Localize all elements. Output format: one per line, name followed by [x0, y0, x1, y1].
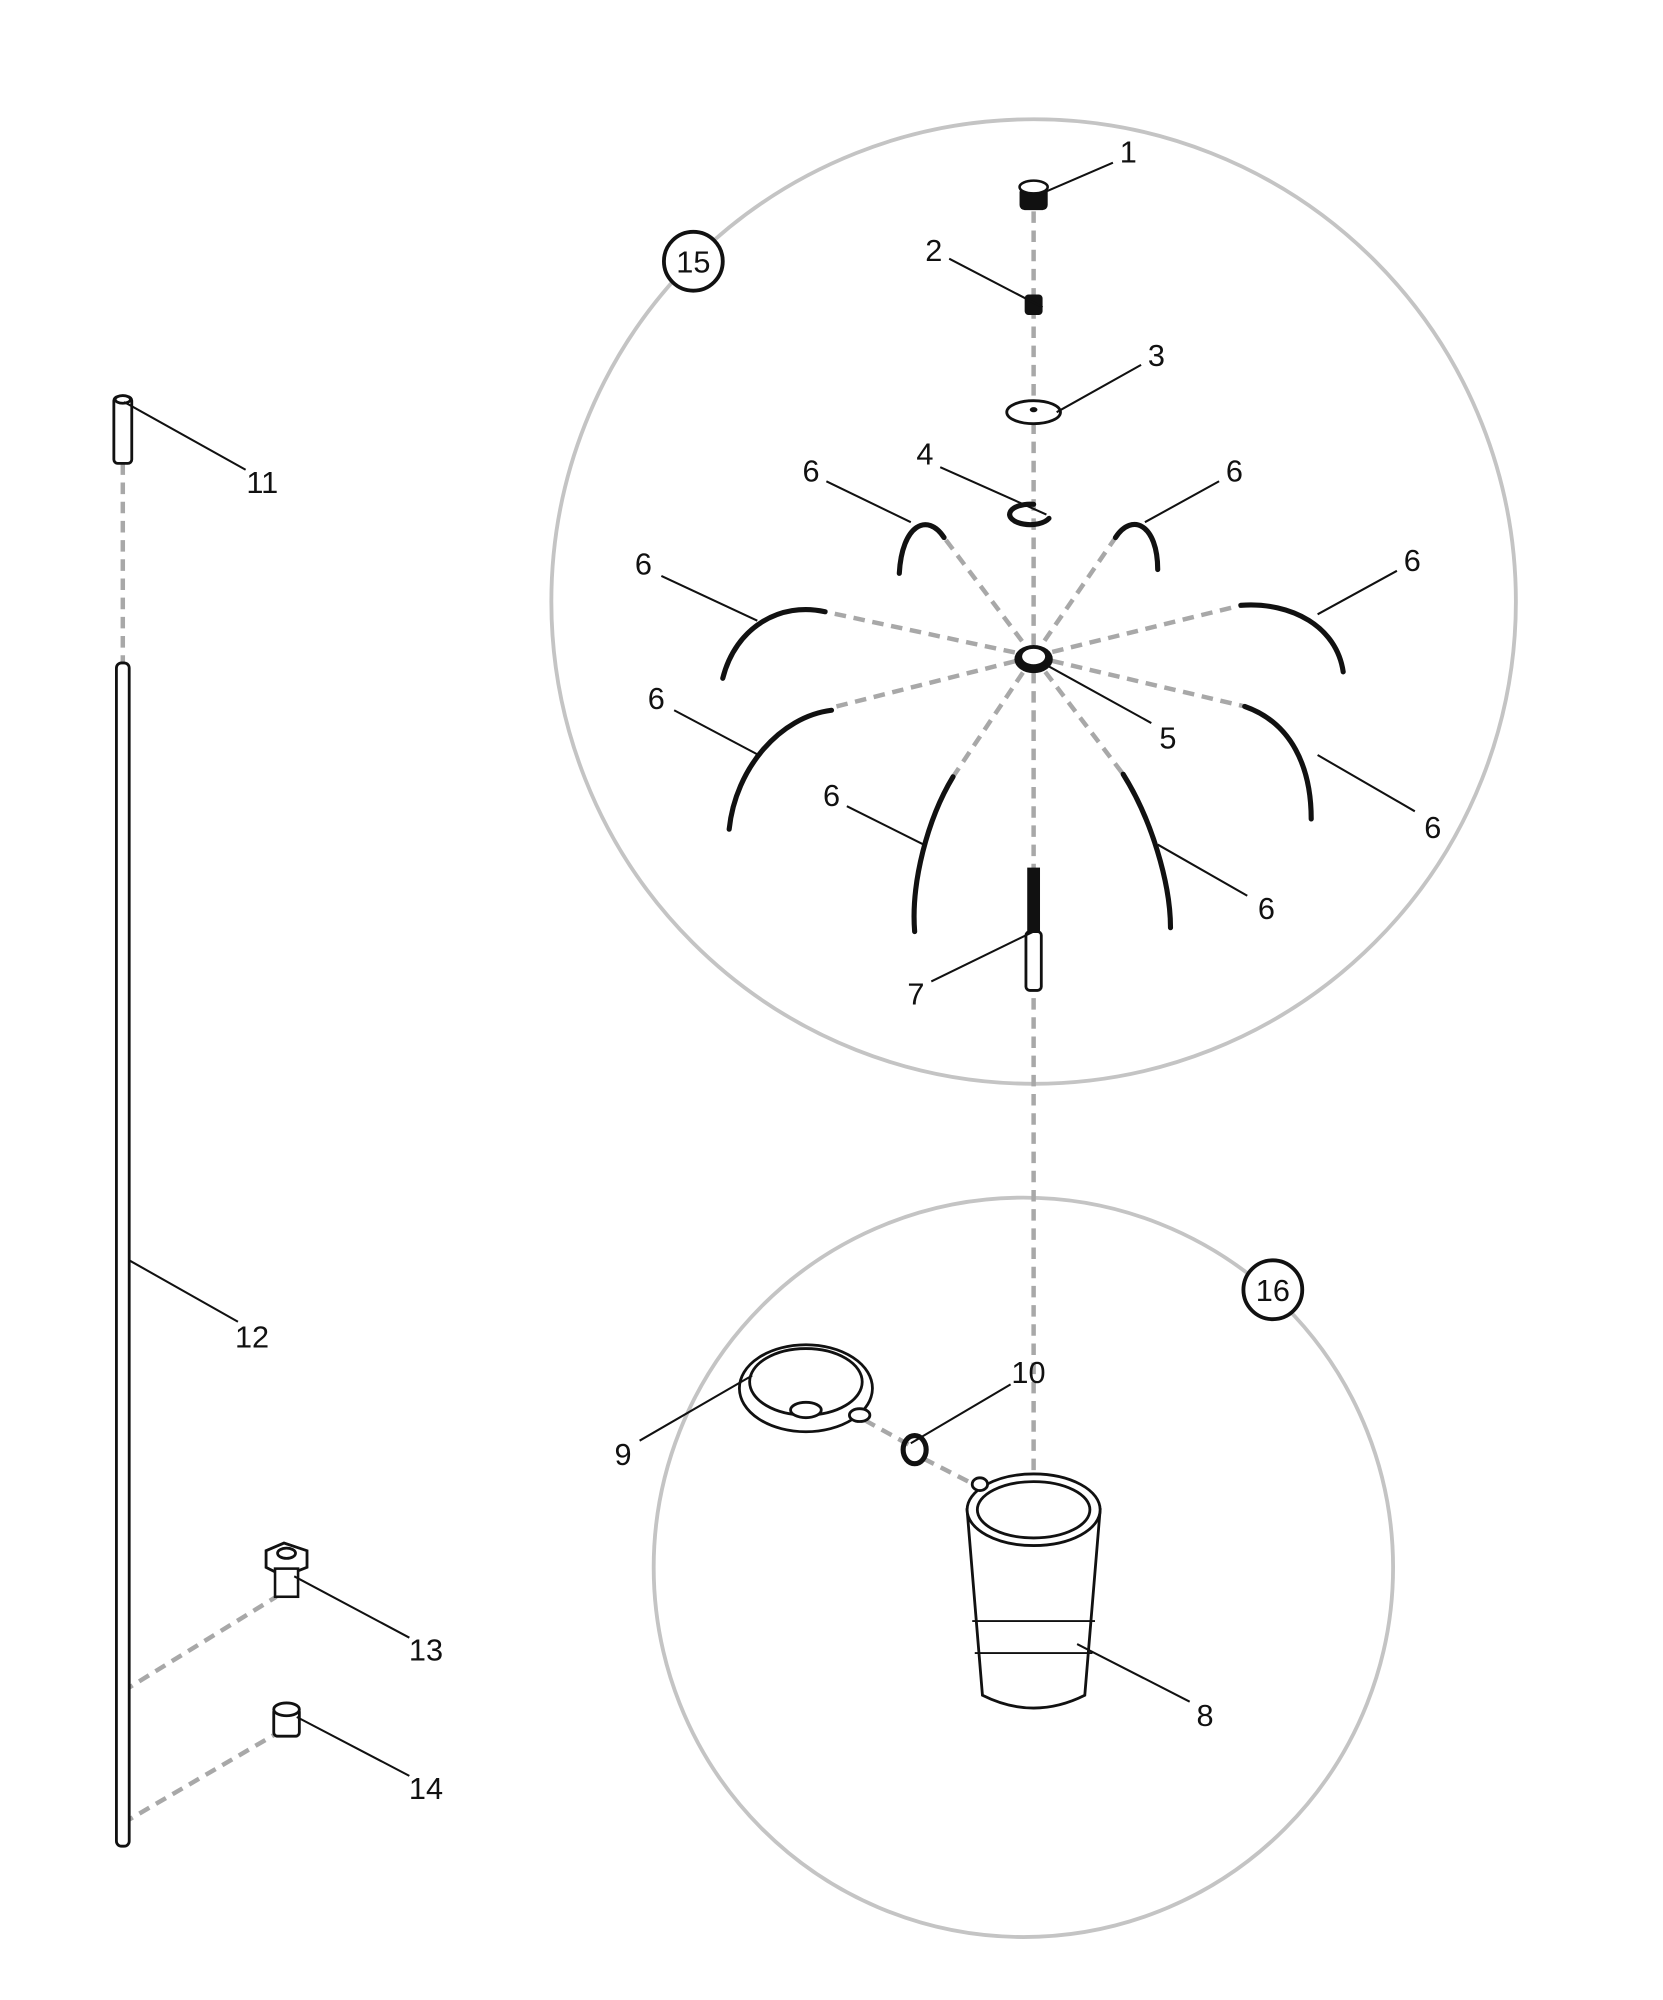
part-10-o-ring — [900, 1433, 929, 1467]
assembly-16-ring — [651, 1195, 1396, 1939]
callout-14: 14 — [409, 1771, 443, 1806]
part-4-retaining-ring — [1007, 501, 1052, 528]
part-8-cup — [965, 1472, 1102, 1710]
part-11-rod-cap — [112, 394, 134, 465]
part-1-cap-nut — [1018, 179, 1049, 211]
callout-6: 6 — [635, 547, 652, 582]
assembly-16-badge: 16 — [1241, 1258, 1305, 1322]
callout-6: 6 — [802, 453, 819, 488]
callout-8: 8 — [1196, 1698, 1213, 1733]
callout-13: 13 — [409, 1633, 443, 1668]
callout-labels: 1 2 3 4 6 6 6 6 6 5 6 6 6 7 11 12 13 14 … — [235, 135, 1441, 1806]
callout-4: 4 — [916, 437, 933, 472]
assembly-16-label: 16 — [1256, 1273, 1290, 1308]
part-7-threaded-stud — [1024, 867, 1043, 992]
leader-lines — [123, 161, 1416, 1777]
callout-6: 6 — [1404, 543, 1421, 578]
callout-9: 9 — [614, 1437, 631, 1472]
callout-7: 7 — [907, 976, 924, 1011]
part-2-spacer — [1024, 294, 1043, 315]
part-6-hooks — [720, 522, 1346, 935]
callout-6: 6 — [1226, 453, 1243, 488]
callout-5: 5 — [1159, 721, 1176, 756]
part-3-washer — [1005, 399, 1062, 426]
assembly-15-badge: 15 — [662, 229, 725, 293]
callout-11: 11 — [246, 465, 278, 500]
assembly-guides — [120, 211, 1246, 1826]
part-12-rod — [115, 661, 131, 1848]
callout-6: 6 — [1258, 891, 1275, 926]
part-14-sleeve — [272, 1701, 301, 1738]
callout-12: 12 — [235, 1319, 269, 1354]
callout-6: 6 — [648, 681, 665, 716]
part-13-bushing — [264, 1541, 309, 1599]
callout-2: 2 — [925, 233, 942, 268]
callout-1: 1 — [1120, 135, 1137, 170]
callout-10: 10 — [1011, 1355, 1045, 1390]
callout-6: 6 — [823, 778, 840, 813]
callout-3: 3 — [1148, 338, 1165, 373]
part-9-funnel — [737, 1343, 874, 1434]
part-5-hub — [1014, 645, 1053, 674]
assembly-15-label: 15 — [676, 245, 710, 280]
callout-6: 6 — [1424, 810, 1441, 845]
